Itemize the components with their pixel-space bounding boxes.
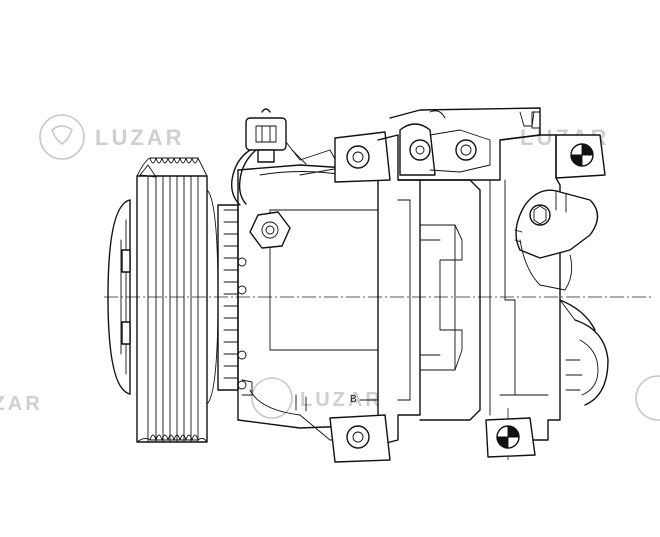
watermark-brand-text: LUZAR <box>0 393 43 415</box>
rear-lower-fitting <box>559 299 609 406</box>
electrical-wire <box>230 141 341 206</box>
luzar-watermark-top-left: LUZAR <box>39 114 185 160</box>
cylinder-body <box>377 134 481 446</box>
watermark-brand-text: LUZAR <box>95 125 185 150</box>
clutch-front-plate <box>107 199 131 395</box>
watermark-brand-text: LUZAR <box>300 389 383 411</box>
rear-valve-block <box>389 107 541 181</box>
point-b-label: B <box>350 394 357 405</box>
bottom-front-mounting-ear: B <box>329 394 391 463</box>
luzar-watermark-center: LUZAR <box>251 377 383 419</box>
electrical-connector <box>245 108 287 163</box>
bottom-rear-mounting-ear <box>485 417 536 458</box>
front-hex-bolt <box>249 211 291 249</box>
rear-service-port <box>514 189 599 291</box>
top-front-mounting-ear <box>334 131 391 183</box>
drive-pulley <box>136 157 219 443</box>
rear-head-body <box>489 134 561 441</box>
clutch-coil-hub <box>217 204 247 391</box>
luzar-watermark-right-edge <box>635 375 660 421</box>
luzar-watermark-left-edge: LUZAR <box>0 393 43 415</box>
top-rear-mounting-ear <box>555 134 606 179</box>
